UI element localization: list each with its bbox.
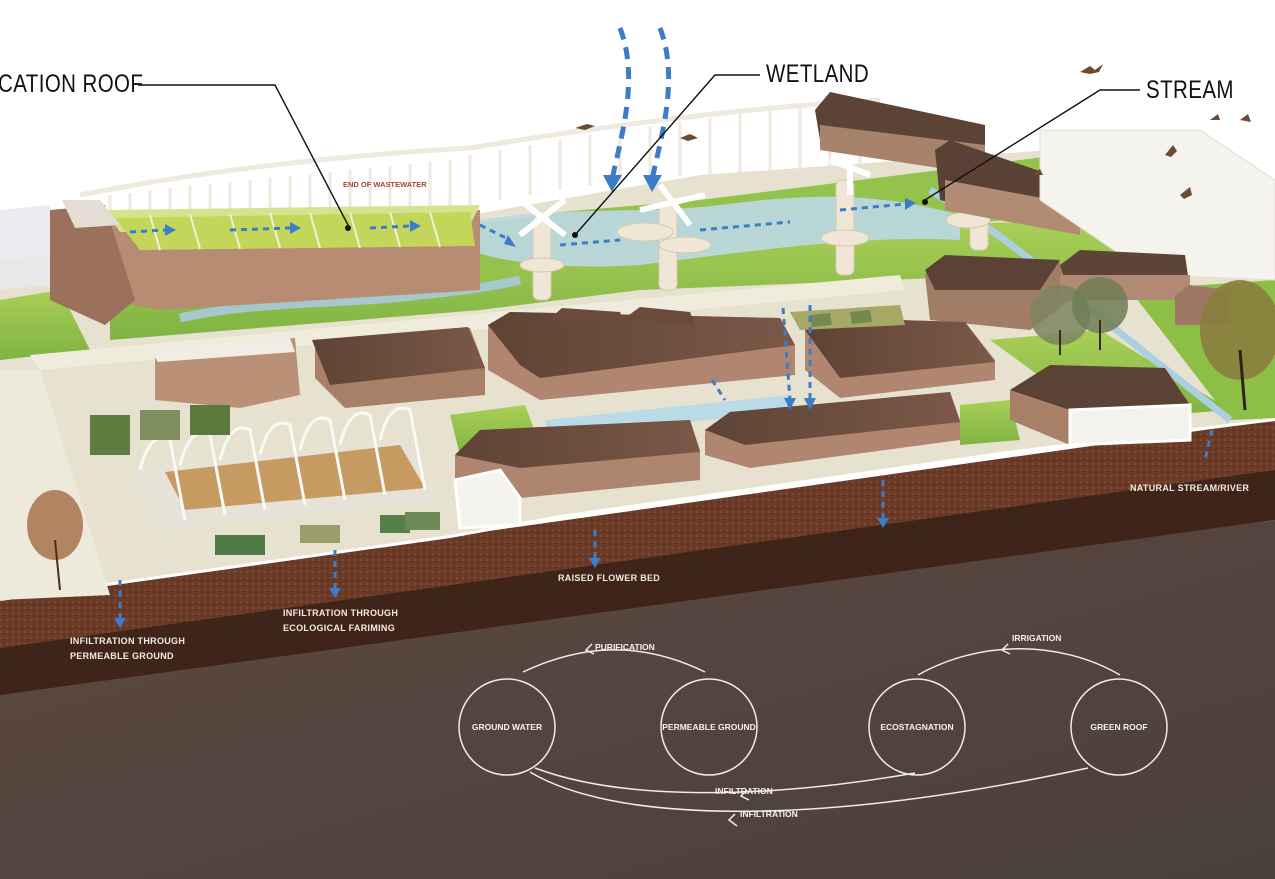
label-end-of-wastewater: END OF WASTEWATER	[343, 180, 427, 189]
right-buildings	[925, 250, 1230, 330]
label-line-2: ECOLOGICAL FARIMING	[283, 623, 396, 633]
callout-purification-roof: CATION ROOF	[0, 70, 144, 98]
label-line-1: INFILTRATION THROUGH	[283, 608, 399, 618]
callout-dots	[345, 199, 928, 238]
front-buildings	[453, 392, 960, 530]
farm-plots	[790, 305, 905, 330]
node-ground-water	[458, 678, 556, 776]
water-cycle-diagram	[458, 643, 1168, 827]
trees	[27, 277, 1275, 591]
callout-leaders	[138, 74, 1140, 236]
label-natural-stream-river: NATURAL STREAM/RIVER	[1130, 483, 1250, 493]
node-ecostagnation	[868, 678, 966, 776]
subsoil-layer	[0, 460, 1275, 695]
topsoil-layer	[0, 420, 1275, 648]
flow-label-infiltration-2: INFILTRATION	[740, 809, 798, 819]
flow-arrow-heads	[114, 198, 916, 628]
flow-label-infiltration-1: INFILTRATION	[715, 786, 773, 796]
flow-arrows	[118, 202, 1214, 620]
bedrock-layer	[0, 520, 1275, 879]
callout-stream: STREAM	[1146, 76, 1234, 104]
birds	[575, 64, 1251, 199]
flow-label-irrigation: IRRIGATION	[1012, 633, 1062, 643]
flow-label-purification: PURIFICATION	[595, 642, 655, 652]
label-line-2: PERMEABLE GROUND	[70, 651, 174, 661]
label-infiltration-permeable-ground: INFILTRATION THROUGH PERMEABLE GROUND	[70, 634, 186, 664]
windmill-towers	[518, 150, 991, 301]
label-line-1: INFILTRATION THROUGH	[70, 636, 186, 646]
rain-arrows	[609, 27, 672, 181]
callout-wetland: WETLAND	[766, 60, 870, 88]
node-label-ground-water: GROUND WATER	[471, 722, 543, 732]
mid-buildings	[150, 307, 1192, 447]
node-green-roof	[1070, 678, 1168, 776]
node-label-green-roof: GREEN ROOF	[1090, 722, 1148, 732]
canal	[179, 275, 522, 323]
node-label-permeable-ground: PERMEABLE GROUND	[662, 722, 756, 732]
greenhouse	[90, 405, 440, 555]
label-raised-flower-bed: RAISED FLOWER BED	[558, 573, 661, 583]
rain-arrow-heads	[603, 175, 662, 192]
label-infiltration-ecological-farming: INFILTRATION THROUGH ECOLOGICAL FARIMING	[283, 606, 399, 636]
back-buildings	[815, 92, 1275, 281]
node-label-ecostagnation: ECOSTAGNATION	[880, 722, 954, 732]
node-permeable-ground	[660, 678, 758, 776]
